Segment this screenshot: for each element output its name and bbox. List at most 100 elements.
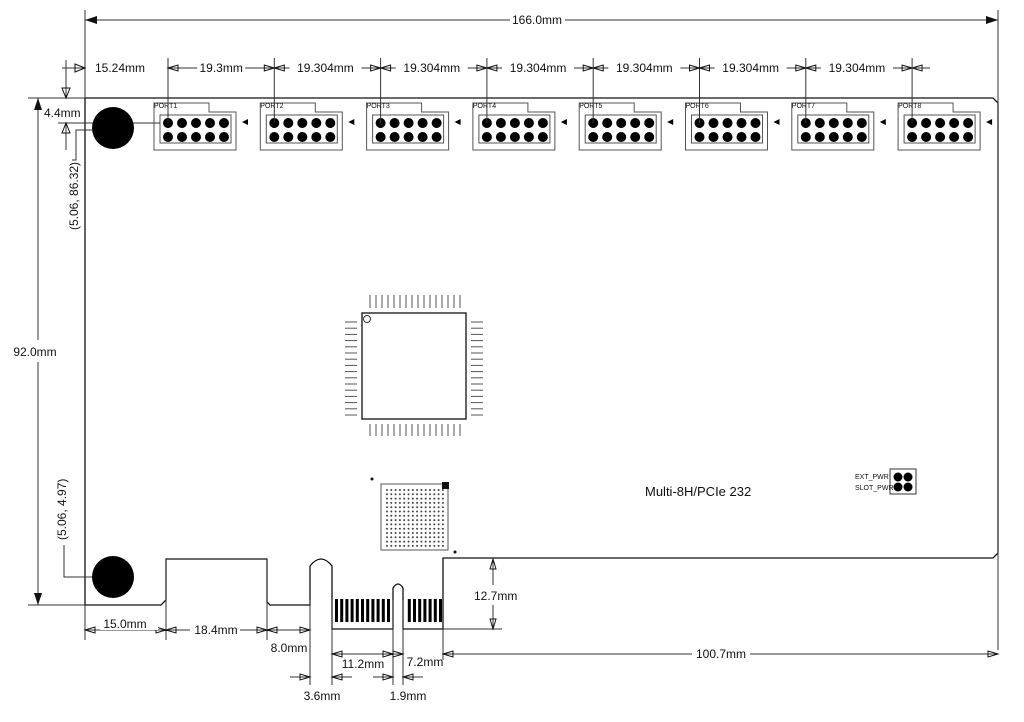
slot-pwr-label: SLOT_PWR xyxy=(855,485,894,492)
dim-label: 3.6mm xyxy=(304,689,341,703)
pin xyxy=(509,118,520,128)
power-header xyxy=(889,468,917,495)
port-label: PORT1 xyxy=(154,103,177,110)
board-outline xyxy=(84,97,999,630)
pin xyxy=(177,118,187,128)
pin1-arrow-icon xyxy=(773,119,780,125)
dim-label: 1.9mm xyxy=(390,689,427,703)
pin xyxy=(588,132,599,142)
pin xyxy=(325,118,336,128)
board-title: Multi-8H/PCIe 232 xyxy=(645,484,751,499)
edge-fingers xyxy=(335,599,442,622)
pin xyxy=(311,118,322,128)
pin xyxy=(509,132,520,142)
pin xyxy=(828,118,839,128)
port-connector: PORT6 xyxy=(685,102,780,151)
pin xyxy=(495,132,506,142)
pin xyxy=(495,118,506,128)
pin1-arrow-icon xyxy=(667,119,674,125)
pin xyxy=(694,132,705,142)
bga-chip xyxy=(370,477,457,554)
port-label: PORT5 xyxy=(579,103,602,110)
pin xyxy=(736,118,747,128)
pin1-arrow-icon xyxy=(348,119,355,125)
port-connector: PORT3 xyxy=(366,102,461,151)
pin xyxy=(297,132,308,142)
pin xyxy=(800,132,811,142)
pin xyxy=(163,132,173,142)
pin xyxy=(856,118,867,128)
dim-label: 19.304mm xyxy=(722,61,779,75)
pin xyxy=(736,132,747,142)
pin xyxy=(311,132,322,142)
qfp-chip xyxy=(345,295,483,436)
pin xyxy=(630,132,641,142)
pin xyxy=(842,132,853,142)
pin xyxy=(283,132,294,142)
pin xyxy=(828,132,839,142)
pin xyxy=(921,118,932,128)
pin xyxy=(616,118,627,128)
pin xyxy=(523,132,534,142)
pin xyxy=(403,118,414,128)
dim-label: 19.304mm xyxy=(829,61,886,75)
dim-label: 15.0mm xyxy=(103,617,146,631)
dim-label: 12.7mm xyxy=(474,589,517,603)
port-connectors: PORT1 PORT2 PORT3 PORT4 PORT5 PORT6 PORT7 PORT8 xyxy=(153,102,993,151)
port-label: PORT3 xyxy=(367,103,390,110)
port-connector: PORT7 xyxy=(791,102,886,151)
dim-overall-width: 166.0mm xyxy=(84,10,999,650)
hole-coord-label: (5.06, 4.97) xyxy=(55,479,69,540)
pin xyxy=(722,132,733,142)
port-connector: PORT8 xyxy=(897,102,993,151)
pin xyxy=(602,132,613,142)
port-connector: PORT2 xyxy=(259,102,355,151)
pin xyxy=(949,118,960,128)
pin xyxy=(616,132,627,142)
pin xyxy=(375,132,386,142)
pin xyxy=(856,132,867,142)
dim-label: 166.0mm xyxy=(512,13,562,27)
pin xyxy=(389,118,400,128)
dim-label: 18.4mm xyxy=(194,623,237,637)
pin xyxy=(191,118,201,128)
dim-label: 100.7mm xyxy=(696,647,746,661)
pin xyxy=(750,118,761,128)
pin xyxy=(644,132,655,142)
dim-label: 19.304mm xyxy=(403,61,460,75)
pin xyxy=(537,132,548,142)
dim-label: 11.2mm xyxy=(342,657,384,671)
pin xyxy=(403,132,414,142)
dim-label: 19.3mm xyxy=(199,61,242,75)
pin xyxy=(481,132,492,142)
pin xyxy=(537,118,548,128)
pin1-arrow-icon xyxy=(454,119,461,125)
pin xyxy=(205,132,215,142)
ext-pwr-label: EXT_PWR xyxy=(855,474,889,481)
pin xyxy=(283,118,294,128)
mounting-hole-bottom xyxy=(92,556,134,598)
dim-label: 15.24mm xyxy=(95,61,145,75)
pin xyxy=(297,118,308,128)
pin xyxy=(523,118,534,128)
pin xyxy=(963,132,974,142)
pin xyxy=(949,132,960,142)
pin xyxy=(389,132,400,142)
dim-label: 92.0mm xyxy=(13,345,56,359)
pin xyxy=(325,132,336,142)
pin xyxy=(602,118,613,128)
port-label: PORT6 xyxy=(686,103,709,110)
pin xyxy=(750,132,761,142)
pin1-arrow-icon xyxy=(879,119,886,125)
dim-label: 19.304mm xyxy=(297,61,354,75)
dim-label: 7.2mm xyxy=(407,655,444,669)
mounting-hole-top xyxy=(92,107,134,149)
port-label: PORT4 xyxy=(473,103,496,110)
port-label: PORT7 xyxy=(792,103,815,110)
pin xyxy=(177,132,187,142)
pin xyxy=(219,132,229,142)
pin xyxy=(935,132,946,142)
pin xyxy=(963,118,974,128)
